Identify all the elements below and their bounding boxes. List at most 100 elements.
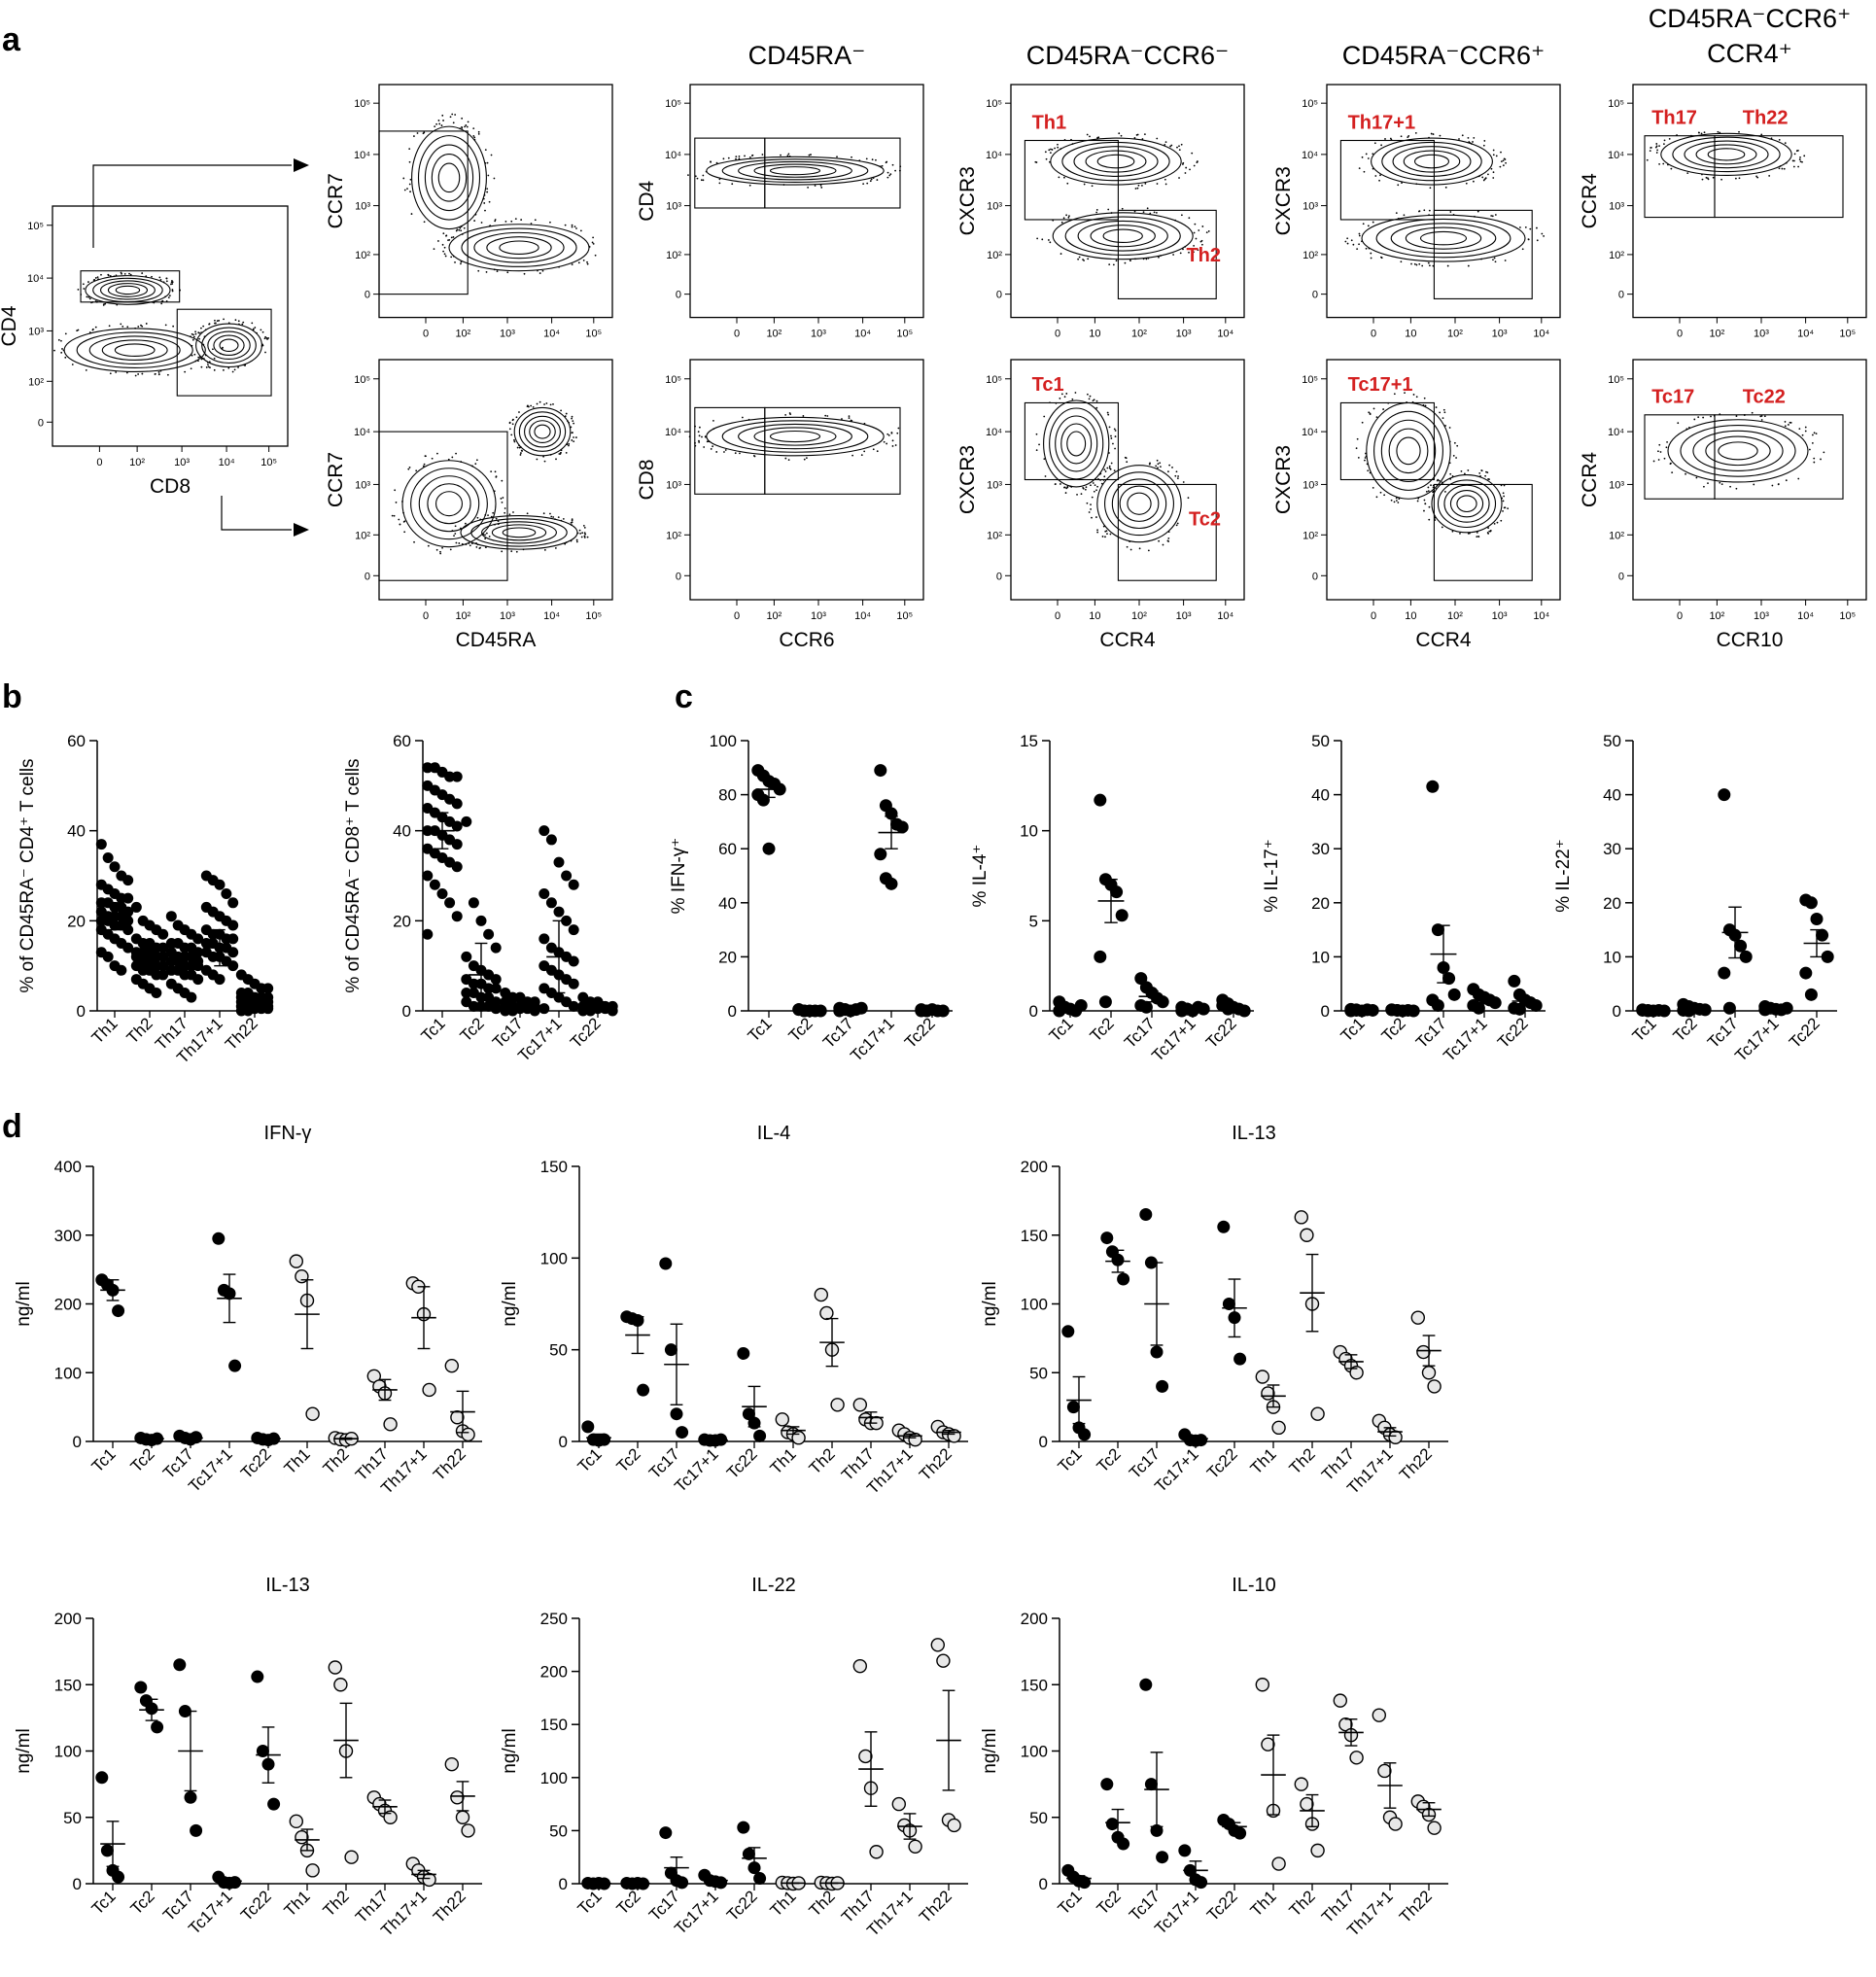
event-dot [479,546,481,549]
event-dot [216,320,219,323]
y-tick-label: 10⁴ [1302,427,1318,438]
event-dot [1476,536,1478,538]
event-dot [580,536,583,538]
event-dot [558,265,560,268]
x-tick-label: Th22 [916,1444,955,1484]
data-point [1233,1352,1247,1366]
gate-box [1714,135,1844,219]
data-point [490,974,502,986]
contour-ring [1390,223,1497,255]
event-dot [1096,531,1099,534]
y-tick-label: 10⁴ [1302,150,1318,161]
x-tick-label: Tc17+1 [671,1887,722,1938]
event-dot [1160,466,1162,468]
data-point [422,870,434,882]
contour-ring [460,515,578,550]
data-point [545,897,557,909]
event-dot [1491,215,1494,218]
event-dot [433,248,435,251]
data-point [1110,885,1124,899]
event-dot [1198,229,1200,231]
y-tick-label: 30 [1603,840,1621,858]
data-point [1150,1345,1164,1359]
event-dot [1717,130,1720,133]
event-dot [1469,142,1472,144]
event-dot [1529,227,1532,230]
x-tick-label: Th1 [1247,1887,1280,1920]
data-point [214,879,226,890]
event-dot [510,220,513,223]
event-dot [222,346,224,349]
y-tick-label: 10⁴ [986,150,1002,161]
y-axis-label: ng/ml [500,1281,520,1326]
event-dot [586,262,589,265]
event-dot [1375,416,1378,419]
event-dot [1439,134,1442,137]
event-dot [876,179,879,181]
event-dot [573,436,574,438]
x-tick-label: 10⁴ [854,329,871,340]
y-tick-label: 300 [54,1227,82,1245]
event-dot [1363,170,1366,173]
data-point [451,798,463,810]
x-tick-label: 0 [1055,329,1060,340]
contour-ring [424,144,474,212]
event-dot [1162,543,1164,546]
data-point [461,815,472,827]
y-axis-label: CCR7 [325,452,347,507]
event-dot [1804,426,1807,429]
event-dot [1753,483,1755,486]
contour-ring [1403,150,1461,173]
event-dot [851,156,852,158]
event-dot [1448,427,1451,429]
event-dot [1167,531,1170,534]
event-dot [1191,152,1194,155]
event-dot [1147,549,1150,552]
x-tick-label: 0 [96,457,102,468]
event-dot [190,367,192,370]
event-dot [441,243,444,246]
data-point [1217,1220,1231,1233]
event-dot [474,213,477,216]
event-dot [1048,160,1051,163]
y-tick-label: 10³ [1609,479,1624,491]
event-dot [501,550,504,553]
event-dot [1703,485,1705,488]
data-point [553,906,565,918]
x-tick-label: 10³ [500,329,515,340]
data-point [1512,1002,1526,1016]
density-contours [53,271,270,377]
event-dot [545,402,548,404]
gate-box [1714,414,1844,500]
x-tick-label: 10³ [1492,329,1508,340]
event-dot [1499,165,1502,168]
event-dot [512,418,514,421]
event-dot [508,428,511,431]
event-dot [1368,411,1371,414]
y-tick-label: 10⁵ [1608,374,1624,386]
data-point [157,960,169,972]
event-dot [82,283,85,286]
column-header: CD45RA⁻CCR6⁺ [1649,4,1852,33]
event-dot [1784,421,1787,423]
event-dot [157,371,160,373]
event-dot [476,516,479,519]
data-point [1300,1228,1314,1242]
event-dot [494,470,497,473]
data-point [468,978,479,989]
data-point [1718,788,1731,802]
gate-label: Tc17 [1651,386,1694,407]
event-dot [487,514,489,517]
event-dot [862,183,865,186]
data-point [95,839,107,850]
event-dot [582,524,585,527]
event-dot [488,200,491,203]
data-point [742,1407,755,1421]
event-dot [64,332,67,335]
data-point [1349,1366,1364,1380]
y-tick-label: 40 [1311,786,1330,805]
event-dot [1196,160,1199,162]
event-dot [1090,503,1092,506]
event-dot [479,518,482,521]
data-point [184,1790,197,1804]
